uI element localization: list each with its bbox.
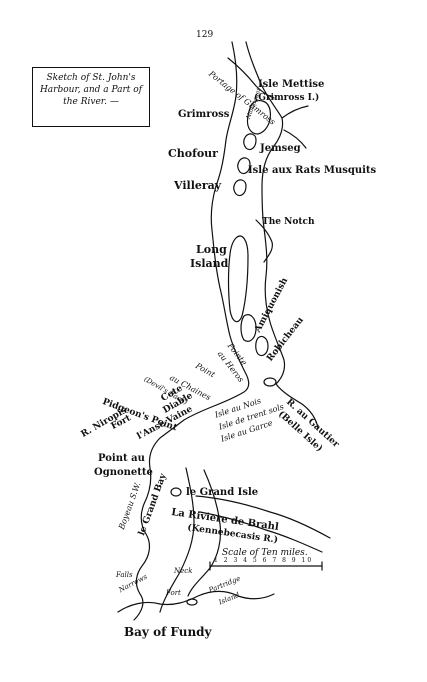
tributary-east-2: [283, 129, 307, 149]
long-island: [227, 235, 249, 323]
label-grimross: Grimross: [178, 109, 230, 120]
tributary-east-1: [281, 105, 309, 119]
lower-harbour-east: [187, 469, 222, 597]
label-le-grand-isle: le Grand Isle: [186, 487, 259, 498]
label-villeray: Villeray: [174, 179, 222, 192]
label-jemseg: Jemseg: [260, 143, 301, 154]
label-the-notch: The Notch: [262, 217, 315, 227]
label-long: Long: [196, 243, 227, 256]
label-ognonette: Ognonette: [94, 467, 153, 478]
isle-mettise: [246, 100, 271, 135]
label-bay-of-fundy: Bay of Fundy: [124, 625, 212, 639]
label-grimross-l: (Grimross I.): [254, 93, 320, 103]
kennebecasis-2: [199, 511, 323, 553]
label-scale-title: Scale of Ten miles.: [222, 548, 308, 558]
partridge-island-shape: [186, 598, 198, 606]
label-isle-mettise: Isle Mettise: [258, 79, 325, 90]
robicheau-island: [255, 335, 269, 357]
river-east-bank: [245, 41, 319, 429]
bay-coast: [117, 590, 275, 613]
title-line-3: the River. —: [63, 97, 119, 107]
map-title-box: Sketch of St. John's Harbour, and a Part…: [32, 67, 150, 127]
title-line-1: Sketch of St. John's: [46, 73, 136, 83]
lower-harbour-west: [159, 467, 195, 613]
rats-island: [233, 179, 247, 197]
isle-small-1: [263, 377, 277, 387]
kennebecasis: [195, 495, 331, 539]
label-chofour: Chofour: [168, 147, 218, 160]
jemseg-island: [237, 157, 251, 175]
label-isle-rats: Isle aux Rats Musquits: [248, 165, 377, 176]
page-number: 129: [196, 30, 214, 40]
label-falls: Falls: [116, 571, 133, 579]
label-neck: Neck: [174, 567, 193, 575]
label-scale-numbers: 1 2 3 4 5 6 7 8 9 10: [214, 557, 314, 564]
the-notch: [255, 219, 273, 263]
amiquonish-island: [240, 314, 257, 342]
label-island: Island: [190, 257, 229, 270]
grimross-island: [243, 133, 257, 151]
isle-small-2: [170, 487, 182, 497]
label-fort-2: Fort: [166, 589, 181, 597]
label-point-au: Point au: [98, 453, 145, 464]
title-line-2: Harbour, and a Part of: [39, 85, 143, 95]
river-west-bank: [133, 41, 250, 621]
portage-line: [227, 57, 275, 99]
